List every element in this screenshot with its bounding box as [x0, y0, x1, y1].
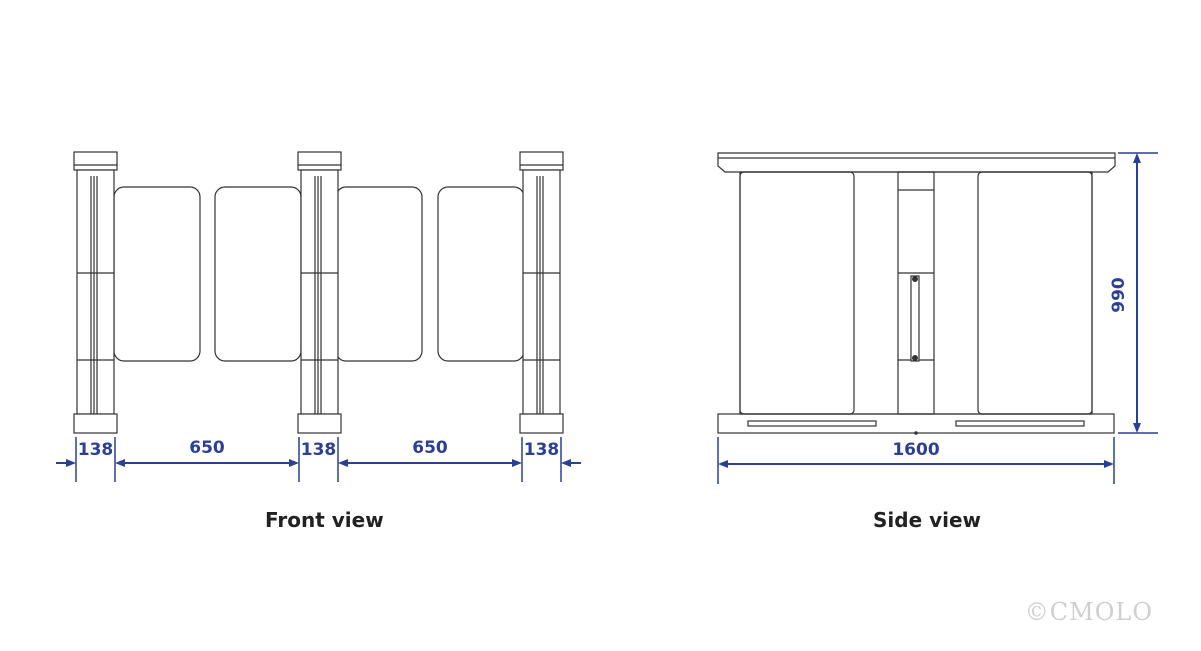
base-plate — [717, 413, 1115, 434]
glass-panel-3 — [335, 186, 423, 362]
dim-gap-2: 650 — [412, 438, 448, 458]
top-cover — [717, 152, 1116, 173]
post-1 — [73, 151, 118, 434]
side-panel-left — [739, 171, 855, 415]
dim-gap-1: 650 — [189, 438, 225, 458]
glass-panel-4 — [437, 186, 525, 362]
dim-post-3: 138 — [524, 440, 560, 460]
front-view-caption: Front view — [265, 508, 384, 532]
base-slot-right — [955, 420, 1085, 427]
front-view-drawing: 138 650 138 650 138 — [56, 151, 581, 482]
post-2 — [297, 151, 342, 434]
dim-length: 1600 — [892, 440, 939, 460]
dim-post-1: 138 — [78, 440, 114, 460]
side-view-drawing: 1600 990 — [717, 152, 1158, 484]
copyright-watermark: ©CMOLO — [1024, 598, 1153, 626]
dim-height: 990 — [1109, 277, 1129, 313]
drive-bar — [910, 275, 920, 362]
front-dimension-lines — [56, 437, 581, 482]
dim-post-2: 138 — [301, 440, 337, 460]
base-slot-left — [747, 420, 877, 427]
glass-panel-1 — [113, 186, 201, 362]
glass-panel-2 — [214, 186, 302, 362]
side-view-caption: Side view — [873, 508, 982, 532]
side-length-dimension — [717, 437, 1115, 484]
side-panel-right — [977, 171, 1093, 415]
post-3 — [519, 151, 564, 434]
side-height-dimension — [1118, 152, 1158, 434]
